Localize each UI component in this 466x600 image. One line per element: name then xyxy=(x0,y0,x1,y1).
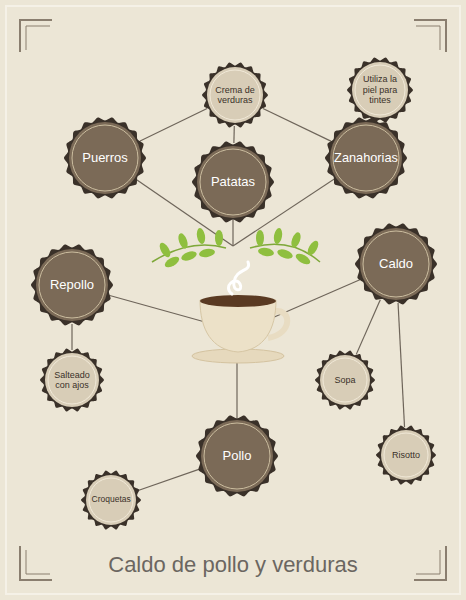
node-label: Sopa xyxy=(326,375,365,385)
ingredient-circle: Puerros xyxy=(64,117,146,199)
corner-brackets xyxy=(20,20,446,580)
diagram-title: Caldo de pollo y verduras xyxy=(0,552,466,578)
connector-line xyxy=(140,109,207,141)
ingredient-circle: Caldo xyxy=(355,223,437,305)
node-label: Puerros xyxy=(73,151,137,166)
use-circle: Risotto xyxy=(376,425,436,485)
ingredient-circle: Repollo xyxy=(31,244,113,326)
ingredient-circle: Zanahorias xyxy=(325,117,407,199)
node-label: Salteado con ajos xyxy=(51,370,93,391)
node-label: Utiliza la piel para tintes xyxy=(359,74,402,105)
node-label: Croquetas xyxy=(92,495,131,505)
ingredient-circle: Patatas xyxy=(192,141,274,223)
connector-line xyxy=(398,303,404,427)
node-label: Repollo xyxy=(40,278,104,293)
connector-line xyxy=(356,300,380,355)
node-label: Zanahorias xyxy=(334,151,398,166)
use-circle: Salteado con ajos xyxy=(40,348,104,412)
connector-line xyxy=(71,324,72,350)
node-label: Risotto xyxy=(387,450,426,460)
node-label: Crema de verduras xyxy=(214,85,257,106)
leaves xyxy=(152,227,320,269)
connector-line xyxy=(137,469,200,491)
use-circle: Sopa xyxy=(315,350,375,410)
connector-line xyxy=(263,108,331,141)
use-circle: Utiliza la piel para tintes xyxy=(347,57,413,123)
connector-line xyxy=(233,126,235,143)
coffee-cup xyxy=(192,262,287,363)
ingredient-circle: Pollo xyxy=(196,415,278,497)
use-circle: Crema de verduras xyxy=(202,62,268,128)
node-label: Caldo xyxy=(364,257,428,272)
node-label: Pollo xyxy=(205,449,269,464)
node-label: Patatas xyxy=(201,175,265,190)
use-circle: Croquetas xyxy=(81,470,141,530)
page-frame xyxy=(6,6,460,594)
